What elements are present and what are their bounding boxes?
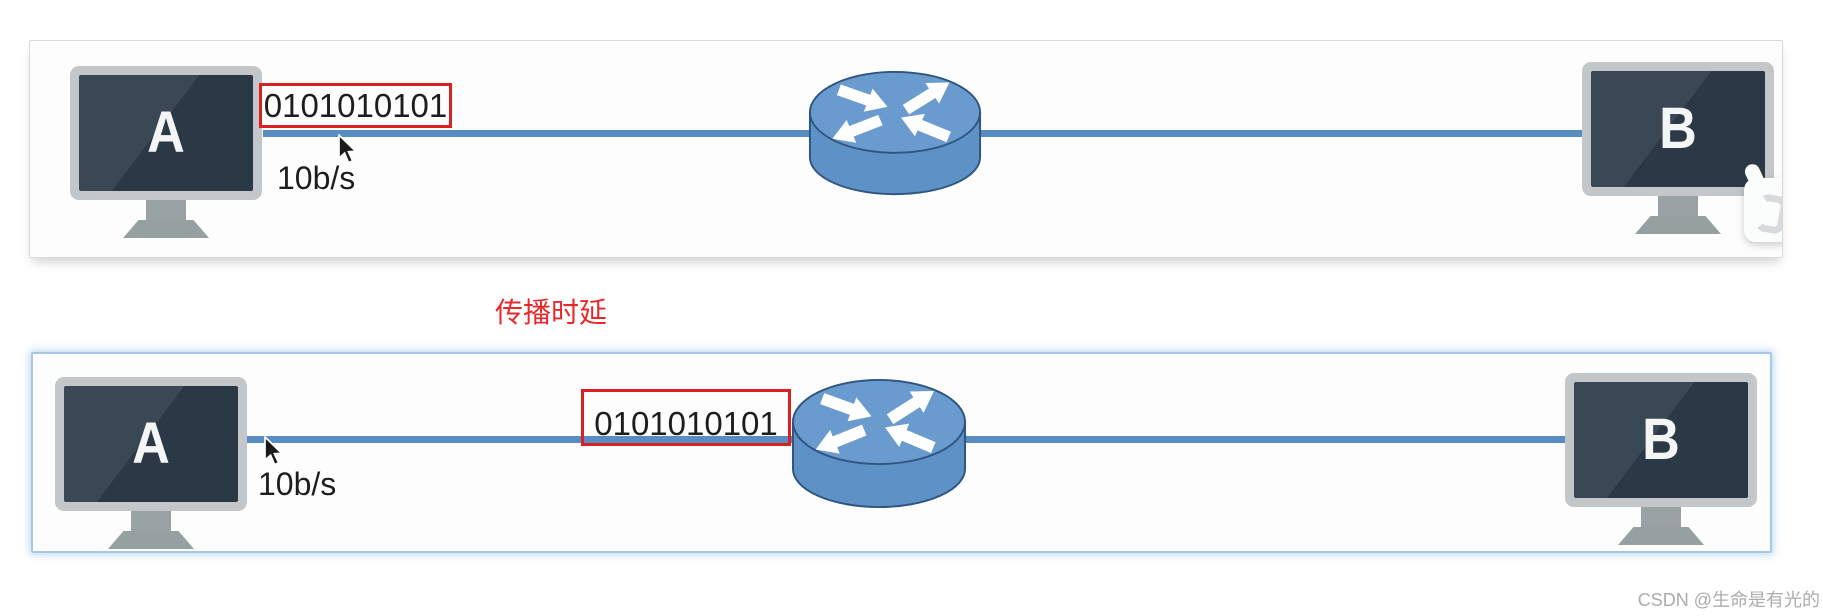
computer-a: A	[55, 377, 247, 549]
monitor-screen: A	[64, 386, 238, 502]
arrow-cursor-icon	[338, 134, 358, 164]
monitor-stand-neck	[1658, 196, 1698, 216]
host-a-label: A	[147, 100, 185, 165]
bandwidth-label: 10b/s	[258, 466, 337, 502]
monitor-frame: B	[1565, 373, 1757, 507]
monitor-screen: B	[1574, 382, 1748, 498]
computer-a: A	[70, 66, 262, 238]
monitor-stand-neck	[131, 511, 171, 531]
white-overlay-ring	[1753, 192, 1782, 236]
monitor-frame: B	[1582, 62, 1774, 196]
router-icon	[808, 70, 982, 196]
monitor-screen: A	[79, 75, 253, 191]
monitor-frame: A	[55, 377, 247, 511]
monitor-stand-neck	[146, 200, 186, 220]
monitor-stand-neck	[1641, 507, 1681, 527]
packet-bits-text: 0101010101	[263, 87, 448, 124]
host-a-label: A	[132, 411, 170, 476]
computer-b: B	[1582, 62, 1774, 234]
bandwidth-label: 10b/s	[277, 160, 356, 196]
router-icon	[791, 378, 967, 509]
router-arrows	[832, 82, 952, 143]
white-overlay-shape	[1744, 178, 1782, 242]
monitor-stand-base	[108, 531, 194, 549]
monitor-screen: B	[1591, 71, 1765, 187]
monitor-stand-base	[123, 220, 209, 238]
monitor-stand-base	[1618, 527, 1704, 545]
monitor-frame: A	[70, 66, 262, 200]
packet-bits-text: 0101010101	[594, 405, 778, 442]
arrow-cursor-icon	[264, 436, 284, 466]
watermark: CSDN @生命是有光的	[1637, 590, 1820, 610]
packet-bits-box: 0101010101	[581, 389, 791, 446]
host-b-label: B	[1659, 96, 1697, 161]
packet-bits-box: 0101010101	[259, 83, 452, 128]
panel-propagation: A 10b/s 0101010101	[31, 352, 1772, 553]
monitor-stand-base	[1635, 216, 1721, 234]
propagation-delay-label: 传播时延	[495, 297, 608, 328]
host-b-label: B	[1642, 407, 1680, 472]
computer-b: B	[1565, 373, 1757, 545]
panel-transmission: A 0101010101 10b/s	[29, 40, 1783, 258]
router-arrows	[815, 390, 936, 454]
